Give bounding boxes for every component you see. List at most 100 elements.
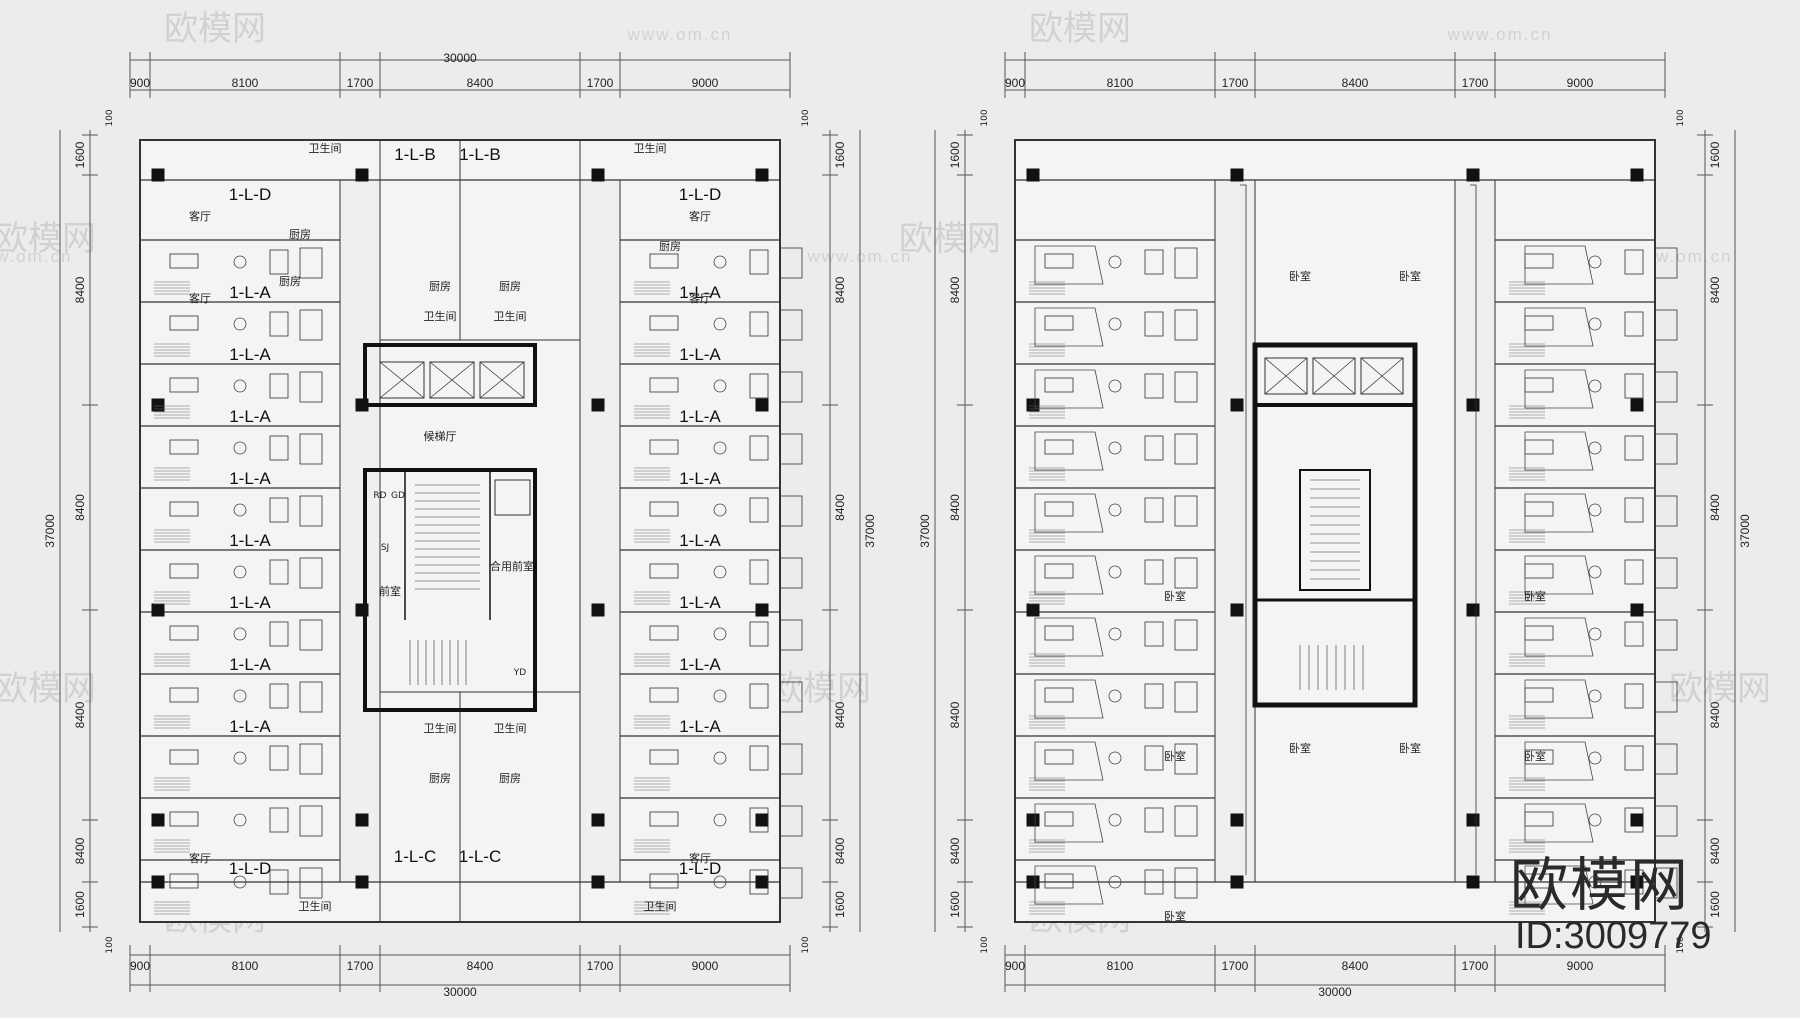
table-icon	[713, 317, 727, 331]
sofa-icon	[169, 315, 199, 331]
bathroom-fixture-icon	[1174, 371, 1198, 403]
unit-type-label: 1-L-C	[459, 847, 502, 866]
table-icon	[1588, 379, 1602, 393]
dimension-value-top: 900	[1005, 76, 1025, 90]
sofa-icon	[169, 873, 199, 889]
table-icon	[1588, 503, 1602, 517]
sofa-icon	[169, 687, 199, 703]
sofa-icon	[649, 625, 679, 641]
bed-icon	[1034, 307, 1104, 347]
room-name-label: 厨房	[659, 240, 681, 253]
table-icon	[713, 255, 727, 269]
elevator-shaft-icon	[429, 361, 475, 399]
table-icon	[233, 751, 247, 765]
edge-margin-label: 100	[980, 109, 990, 126]
bathroom-fixture-icon	[299, 805, 323, 837]
bathroom-fixture-icon	[1174, 619, 1198, 651]
table-icon	[1108, 875, 1122, 889]
room-name-label: 前室	[379, 584, 401, 598]
table-icon	[233, 565, 247, 579]
unit-type-label: 1-L-A	[229, 717, 271, 736]
kitchen-counter-icon	[269, 683, 289, 709]
railing-pattern	[1470, 184, 1477, 875]
kitchen-counter-icon	[749, 373, 769, 399]
structural-column	[151, 168, 165, 182]
dimension-value-side: 8400	[948, 276, 962, 303]
structural-column	[1630, 398, 1644, 412]
room-name-label: 客厅	[689, 209, 711, 223]
sofa-icon	[169, 377, 199, 393]
bed-icon	[1034, 555, 1104, 595]
watermark-text: 欧模网	[1029, 9, 1131, 49]
room-name-label: 卧室	[1399, 741, 1421, 755]
bathroom-fixture-icon	[1174, 681, 1198, 713]
sofa-icon	[1044, 563, 1074, 579]
dimension-value-top: 1700	[1222, 76, 1249, 90]
dimension-value-top: 1700	[587, 76, 614, 90]
bed-icon	[1524, 617, 1594, 657]
bathroom-fixture-icon	[779, 309, 803, 341]
kitchen-counter-icon	[1624, 745, 1644, 771]
bathroom-fixture-icon	[779, 743, 803, 775]
unit-type-label: 1-L-C	[394, 847, 437, 866]
room-name-label: 卫生间	[644, 899, 677, 913]
dimension-value-bottom: 900	[130, 959, 150, 973]
table-icon	[713, 875, 727, 889]
edge-margin-label: 100	[1676, 936, 1686, 953]
dimension-value-top: 8100	[232, 76, 259, 90]
sofa-icon	[169, 439, 199, 455]
bathroom-fixture-icon	[779, 681, 803, 713]
kitchen-counter-icon	[749, 683, 769, 709]
bathroom-fixture-icon	[779, 557, 803, 589]
table-icon	[1108, 565, 1122, 579]
sofa-icon	[649, 749, 679, 765]
room-name-label: 合用前室	[490, 559, 534, 573]
building-outline-right: 卧室卧室卧室卧室卧室卧室卧室卧室卧室	[1014, 139, 1678, 923]
watermark-url: www.om.cn	[807, 247, 913, 266]
kitchen-counter-icon	[269, 497, 289, 523]
bathroom-fixture-icon	[1654, 867, 1678, 899]
dimension-value-side: 8400	[1708, 494, 1722, 521]
table-icon	[1588, 317, 1602, 331]
unit-type-label: 1-L-A	[679, 407, 721, 426]
kitchen-counter-icon	[1144, 807, 1164, 833]
room-code-label: YD	[513, 668, 526, 678]
bathroom-fixture-icon	[779, 495, 803, 527]
bathroom-fixture-icon	[299, 433, 323, 465]
table-icon	[233, 255, 247, 269]
room-name-label: 卧室	[1164, 909, 1186, 923]
structural-column	[1026, 168, 1040, 182]
structural-column	[1630, 813, 1644, 827]
dimension-value-side: 8400	[833, 701, 847, 728]
unit-type-label: 1-L-A	[679, 283, 721, 302]
kitchen-counter-icon	[1624, 559, 1644, 585]
dimension-value-side: 8400	[833, 837, 847, 864]
dimension-value-top: 8400	[467, 76, 494, 90]
dimension-value-side: 8400	[1708, 276, 1722, 303]
table-icon	[1108, 255, 1122, 269]
structural-column	[1230, 875, 1244, 889]
unit-type-label: 1-L-D	[229, 185, 272, 204]
elevator-shaft-icon	[1360, 357, 1404, 395]
kitchen-counter-icon	[1144, 745, 1164, 771]
bathroom-fixture-icon	[299, 557, 323, 589]
dimension-total-side: 37000	[1738, 514, 1752, 548]
watermark-text: 欧模网	[0, 669, 96, 709]
room-name-label: 客厅	[189, 291, 211, 305]
sofa-icon	[169, 563, 199, 579]
bed-icon	[1034, 865, 1104, 905]
structural-column	[591, 813, 605, 827]
elevator-shaft-icon	[1312, 357, 1356, 395]
dimension-value-bottom: 8100	[232, 959, 259, 973]
room-name-label: 卧室	[1289, 741, 1311, 755]
kitchen-counter-icon	[749, 249, 769, 275]
dimension-value-top: 1700	[347, 76, 374, 90]
structural-column	[591, 398, 605, 412]
unit-type-label: 1-L-A	[679, 345, 721, 364]
central-upper-units	[379, 139, 581, 341]
room-code-label: RD	[373, 491, 386, 501]
sofa-icon	[169, 625, 199, 641]
bathroom-fixture-icon	[1654, 371, 1678, 403]
bathroom-fixture-icon	[779, 867, 803, 899]
